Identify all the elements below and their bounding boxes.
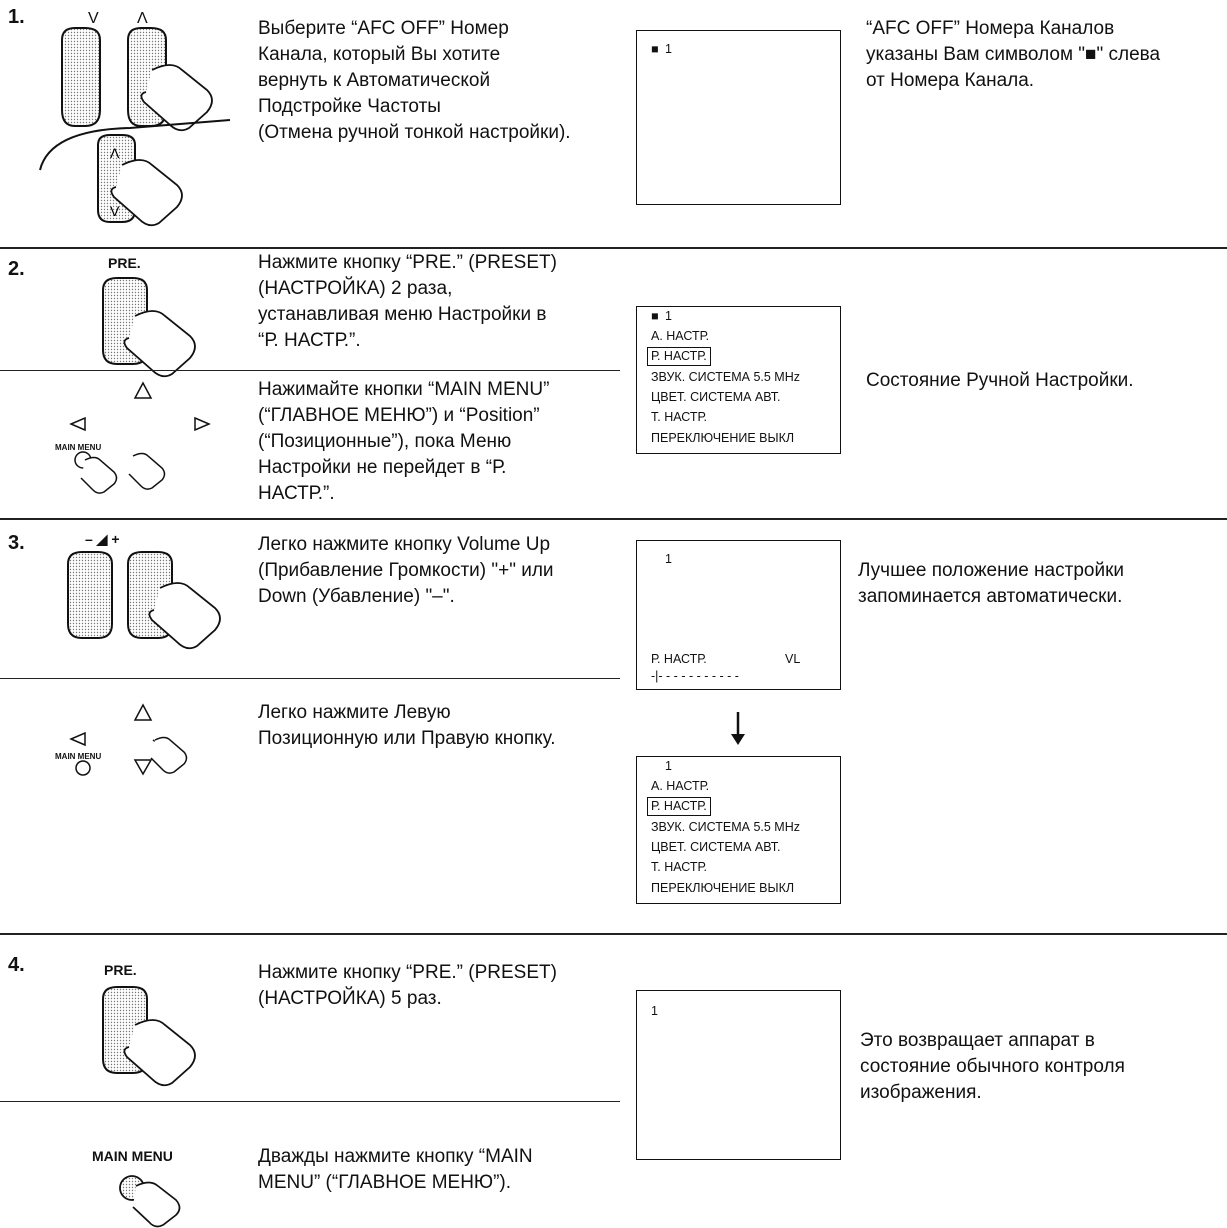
menu-item-sound-system: ЗВУК. СИСТЕМА 5.5 MHz (651, 819, 800, 836)
sub-divider (0, 678, 620, 679)
menu-item-manual-tune-selected: Р. НАСТР. (647, 347, 711, 366)
step-1-screen: ■ 1 (636, 30, 841, 205)
step-3-instruction-a: Легко нажмите кнопку Volume Up (Прибавле… (258, 532, 628, 610)
step-2-instruction-a: Нажмите кнопку “PRE.” (PRESET) (НАСТРОЙК… (258, 250, 628, 354)
step-divider (0, 247, 1227, 249)
channel-buttons-icon: Λ V (40, 10, 230, 225)
channel-number: 1 (651, 1003, 658, 1020)
pre-button-icon (95, 276, 245, 366)
afc-off-marker: ■ (651, 41, 659, 58)
menu-item-color-system: ЦВЕТ. СИСТЕМА АВТ. (651, 839, 781, 856)
main-menu-button-label: MAIN MENU (92, 1148, 173, 1164)
menu-item-color-system: ЦВЕТ. СИСТЕМА АВТ. (651, 389, 781, 406)
step-1-note: “AFC OFF” Номера Каналов указаны Вам сим… (866, 16, 1216, 94)
menu-item-sound-system: ЗВУК. СИСТЕМА 5.5 MHz (651, 369, 800, 386)
step-divider (0, 518, 1227, 520)
svg-text:V: V (110, 203, 120, 219)
channel-number: 1 (665, 551, 672, 568)
manual-tune-mode: Р. НАСТР. (651, 651, 707, 668)
step-1-illustration: V Λ Λ V (40, 10, 230, 225)
menu-item-auto-tune: А. НАСТР. (651, 328, 709, 345)
volume-label: – ◢ + (85, 531, 120, 548)
menu-item-fine-tune: Т. НАСТР. (651, 409, 707, 426)
step-3-screen-a: 1 Р. НАСТР. VL -|- - - - - - - - - - - (636, 540, 841, 690)
main-menu-button-icon (110, 1168, 220, 1228)
tuning-scale: -|- - - - - - - - - - - (651, 668, 739, 685)
menu-item-manual-tune-selected: Р. НАСТР. (647, 797, 711, 816)
step-2-instruction-b: Нажимайте кнопки “MAIN MENU” (“ГЛАВНОЕ М… (258, 377, 628, 507)
menu-item-fine-tune: Т. НАСТР. (651, 859, 707, 876)
step-4-note: Это возвращает аппарат в состояние обычн… (860, 1028, 1210, 1106)
step-2-number: 2. (8, 258, 25, 281)
channel-number: 1 (665, 758, 672, 775)
channel-number: 1 (665, 41, 672, 58)
sub-divider (0, 370, 620, 371)
pre-button-label: PRE. (104, 962, 137, 978)
position-buttons-icon (55, 378, 235, 488)
main-menu-label: MAIN MENU (55, 752, 101, 761)
down-arrow-icon (728, 712, 748, 746)
level-label: VL (785, 651, 800, 668)
step-2-note: Состояние Ручной Настройки. (866, 368, 1216, 394)
volume-buttons-icon (60, 550, 240, 640)
pre-button-icon (95, 985, 245, 1075)
channel-number: 1 (665, 308, 672, 325)
step-3-screen-b: 1 А. НАСТР. Р. НАСТР. ЗВУК. СИСТЕМА 5.5 … (636, 756, 841, 904)
step-4-instruction-a: Нажмите кнопку “PRE.” (PRESET) (НАСТРОЙК… (258, 960, 628, 1012)
step-3-number: 3. (8, 532, 25, 555)
afc-off-marker: ■ (651, 308, 659, 325)
step-4-number: 4. (8, 954, 25, 977)
step-1-number: 1. (8, 6, 25, 29)
svg-text:Λ: Λ (110, 145, 120, 161)
step-3-instruction-b: Легко нажмите Левую Позиционную или Прав… (258, 700, 628, 752)
menu-item-switch: ПЕРЕКЛЮЧЕНИЕ ВЫКЛ (651, 880, 794, 897)
step-2-screen: ■ 1 А. НАСТР. Р. НАСТР. ЗВУК. СИСТЕМА 5.… (636, 306, 841, 454)
step-3-note: Лучшее положение настройки запоминается … (858, 558, 1208, 610)
main-menu-label: MAIN MENU (55, 443, 101, 452)
sub-divider (0, 1101, 620, 1102)
menu-item-auto-tune: А. НАСТР. (651, 778, 709, 795)
step-4-instruction-b: Дважды нажмите кнопку “MAIN MENU” (“ГЛАВ… (258, 1144, 628, 1196)
pre-button-label: PRE. (108, 255, 141, 271)
menu-item-switch: ПЕРЕКЛЮЧЕНИЕ ВЫКЛ (651, 430, 794, 447)
step-1-instruction: Выберите “AFC OFF” Номер Канала, который… (258, 16, 628, 146)
step-4-screen: 1 (636, 990, 841, 1160)
step-divider (0, 933, 1227, 935)
position-buttons-icon (55, 700, 235, 780)
